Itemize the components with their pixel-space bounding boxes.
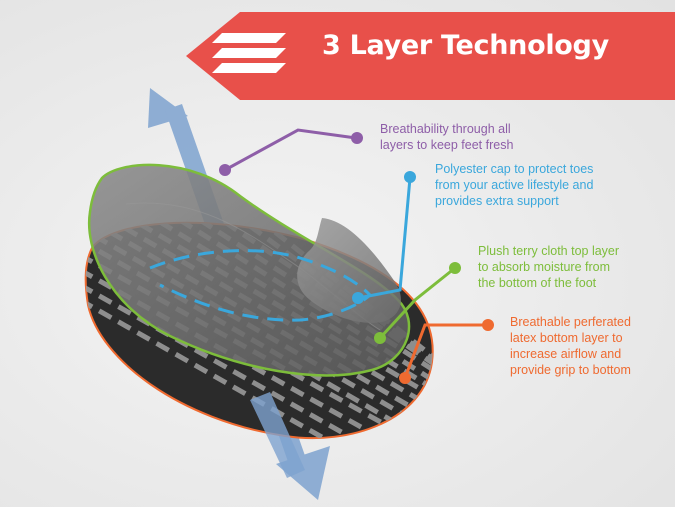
callout-line: provides extra support (435, 194, 559, 208)
stacked-layers-icon (212, 33, 286, 73)
callout-line: provide grip to bottom (510, 363, 631, 377)
callout-dots (219, 132, 494, 384)
callout-line: from your active lifestyle and (435, 178, 594, 192)
callout-terry-cloth: Plush terry cloth top layer to absorb mo… (478, 243, 619, 291)
callout-line: Breathable perferated (510, 315, 631, 329)
banner-ribbon (186, 12, 675, 100)
airflow-arrow-front (250, 392, 305, 478)
banner-title: 3 Layer Technology (322, 30, 609, 61)
callout-line: Plush terry cloth top layer (478, 244, 620, 258)
callout-line: layers to keep feet fresh (380, 138, 514, 152)
callout-line: the bottom of the foot (478, 276, 597, 290)
callout-latex-bottom: Breathable perferated latex bottom layer… (510, 314, 631, 378)
title-banner (186, 12, 675, 100)
callout-line: Polyester cap to protect toes (435, 162, 594, 176)
callout-leaders (224, 128, 488, 379)
callout-line: Breathability through all (380, 122, 511, 136)
callout-breathability: Breathability through all layers to keep… (380, 121, 513, 153)
terry-cloth-top-layer (87, 163, 411, 377)
callout-line: to absorb moisture from (478, 260, 610, 274)
callout-line: latex bottom layer to (510, 331, 623, 345)
callout-polyester-cap: Polyester cap to protect toes from your … (435, 161, 593, 209)
callout-line: increase airflow and (510, 347, 622, 361)
